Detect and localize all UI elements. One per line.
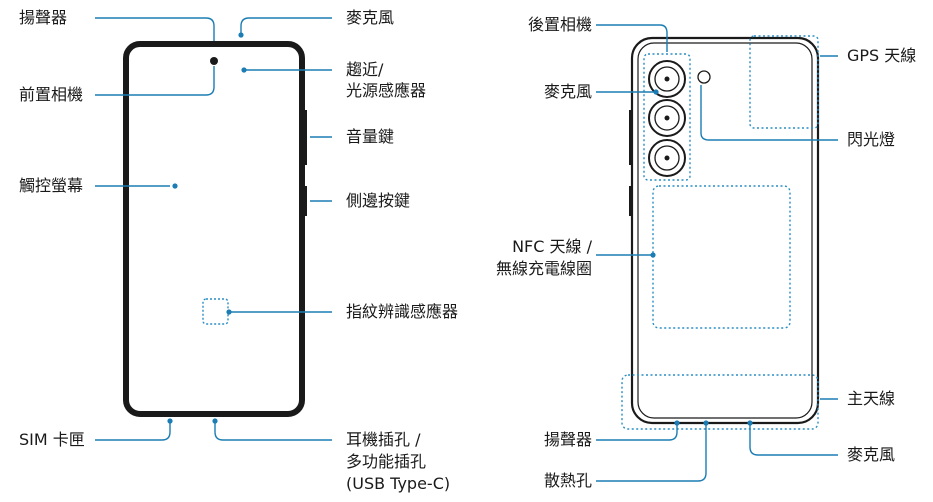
back-phone: [621, 35, 820, 430]
label-volume-key: 音量鍵: [346, 127, 395, 146]
gps-antenna-area: [749, 35, 819, 129]
label-main-antenna: 主天線: [847, 389, 896, 408]
main-antenna-area: [621, 374, 819, 430]
back-side-button-1: [629, 110, 633, 165]
label-proximity-line2: 光源感應器: [346, 81, 427, 100]
label-nfc-line2: 無線充電線圈: [495, 259, 592, 278]
label-back-microphone-bottom: 麥克風: [847, 445, 896, 464]
label-front-microphone: 麥克風: [346, 8, 395, 27]
label-proximity-line1: 趨近/: [346, 60, 384, 79]
label-rear-camera: 後置相機: [527, 15, 592, 34]
label-earphone-line3: (USB Type-C): [346, 474, 451, 493]
label-flash: 閃光燈: [847, 130, 896, 149]
label-fingerprint: 指紋辨識感應器: [346, 302, 459, 321]
label-vent: 散熱孔: [543, 471, 592, 490]
label-gps-antenna: GPS 天線: [847, 46, 917, 65]
back-phone-body: [630, 36, 820, 425]
side-key-shape: [302, 186, 307, 216]
front-camera-shape: [210, 57, 218, 65]
rear-camera-module: [648, 60, 686, 177]
front-phone: [123, 41, 307, 417]
label-front-camera: 前置相機: [19, 85, 84, 104]
label-sim-tray: SIM 卡匣: [19, 430, 85, 449]
label-front-speaker: 揚聲器: [19, 8, 68, 27]
label-back-speaker: 揚聲器: [543, 430, 592, 449]
camera-area-dotted: [643, 53, 691, 181]
label-back-microphone: 麥克風: [543, 82, 592, 101]
label-side-key: 側邊按鍵: [346, 191, 411, 210]
label-touchscreen: 觸控螢幕: [19, 176, 84, 195]
label-earphone-line1: 耳機插孔 /: [346, 430, 421, 449]
flash-shape: [697, 70, 711, 84]
label-earphone-line2: 多功能插孔: [346, 452, 427, 471]
back-side-button-2: [629, 186, 633, 216]
volume-key-shape: [302, 110, 307, 165]
label-nfc-line1: NFC 天線 /: [512, 237, 592, 256]
front-phone-body: [123, 41, 305, 417]
